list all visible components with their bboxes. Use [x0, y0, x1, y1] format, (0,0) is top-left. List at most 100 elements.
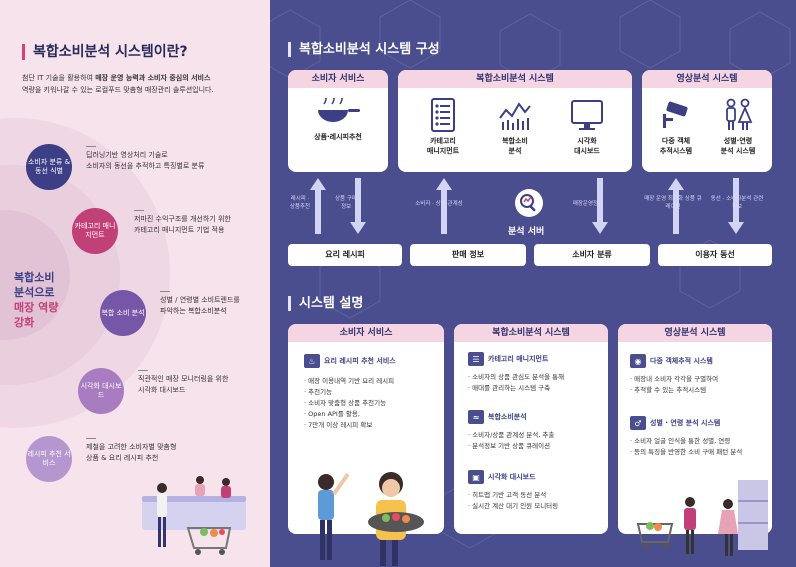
sub-title: ▣ 시각화 대시보드: [468, 470, 536, 484]
node-dashboard: 시각화 대시보드: [78, 368, 124, 414]
intro-bold: 매장 운영 능력과 소비자 중심의 서비스: [95, 74, 211, 82]
chef-illustration: [318, 472, 424, 566]
desc-line: 딥러닝기반 영상처리 기술로: [86, 151, 168, 159]
item-line: 대시보드: [574, 147, 600, 155]
cooking-pan-icon: [318, 98, 360, 122]
recipe-item: 상품·레시피추천: [288, 98, 388, 142]
item-line: 카테고리: [430, 137, 456, 145]
arrow-up-icon: [436, 178, 452, 234]
center-label: 복합소비 분석으로 매장 역량 강화: [14, 270, 74, 330]
left-title: 복합소비분석 시스템이란?: [22, 44, 188, 60]
cctv-camera-icon: ◉: [630, 354, 646, 368]
sub-title-label: 시각화 대시보드: [488, 473, 536, 481]
desc-line: 직관적인 매장 모니터링을 위한: [138, 375, 229, 383]
structure-title: 복합소비분석 시스템 구성: [288, 42, 440, 57]
node-desc: 직관적인 매장 모니터링을 위한 시각화 대시보드: [138, 370, 268, 396]
center-line: 강화: [14, 316, 35, 329]
bullet-item: 매장 이용내역 기반 요리 레시피: [304, 376, 440, 387]
center-line: 매장 역량: [14, 301, 59, 314]
arrow-label: 매장 운영 최적화 상품 큐레이션: [644, 196, 702, 210]
desc-line: 시각화 대시보드: [138, 386, 186, 394]
male-female-icon: ♂: [630, 416, 646, 430]
bullet-list: 매장내 소비자 각각을 구별하여 추적할 수 있는 추적시스템: [630, 374, 770, 396]
bullet-item: 추천기능: [304, 387, 440, 398]
bullet-list: 매장 이용내역 기반 요리 레시피 추천기능 소비자 맞춤형 상품 추천기능 O…: [304, 376, 440, 431]
center-line: 복합소비: [14, 271, 55, 284]
monitor-icon: ▣: [468, 470, 484, 484]
center-line: 분석으로: [14, 286, 55, 299]
arrow-down-icon: [728, 178, 744, 234]
desc-line: 제철을 고려한 소비자별 맞춤형: [86, 443, 177, 451]
list-document-icon: ☰: [468, 352, 484, 366]
pill-consumer-classify: 소비자 분류: [534, 244, 650, 266]
node-recipe: 레시피 추천 서비스: [26, 436, 72, 482]
bullet-item: 등의 특징을 반영한 소비 구매 패턴 분석: [630, 447, 770, 458]
bullet-item: 소비자 맞춤형 상품 추천기능: [304, 398, 440, 409]
video-analysis-card: 영상분석 시스템 다중 객체 추적시스템 성별·연령 분석 시스템: [642, 70, 772, 172]
desc-line: 카테고리 매니지먼트 기법 적용: [134, 226, 225, 234]
arrow-label: 소비자 · 상품 관계성: [415, 201, 463, 207]
left-panel: 복합소비분석 시스템이란? 첨단 IT 기술을 활용하여 매장 운영 능력과 소…: [0, 0, 270, 567]
sub-title: ☰ 카테고리 매니지먼트: [468, 352, 548, 366]
arrow-up-icon: [668, 178, 684, 234]
consumer-desc-card: 소비자 서비스 ♨ 요리 레시피 추천 서비스 매장 이용내역 기반 요리 레시…: [288, 324, 444, 534]
bullet-list: 소비자 얼굴 인식을 통한 성별, 연령 등의 특징을 반영한 소비 구매 패턴…: [630, 436, 770, 458]
desc-line: 상품 & 요리 레시피 추천: [86, 454, 159, 462]
dashboard-item: 시각화 대시보드: [552, 98, 622, 156]
analytics-chart-icon: [499, 102, 531, 130]
node-category: 카테고리 매니지먼트: [72, 208, 118, 254]
card-title: 소비자 서비스: [288, 70, 388, 88]
node-complex-analysis: 복합 소비 분석: [100, 290, 146, 336]
bullet-list: 소비자의 상품 관심도 분석을 통해 매대를 관리하는 시스템 구축: [468, 372, 604, 394]
arrow-up-icon: [310, 178, 326, 234]
analysis-server: [500, 188, 560, 238]
bullet-list: 히트맵 기반 고객 동선 분석 실시간 계산 대기 인원 모니터링: [468, 490, 604, 512]
consumer-service-card: 소비자 서비스 상품·레시피추천: [288, 70, 388, 172]
sub-title-label: 성별 · 연령 분석 시스템: [650, 419, 721, 427]
sub-title: ◉ 다중 객체추적 시스템: [630, 354, 713, 368]
sub-title: ♂ 성별 · 연령 분석 시스템: [630, 416, 720, 430]
left-intro: 첨단 IT 기술을 활용하여 매장 운영 능력과 소비자 중심의 서비스 역량을…: [22, 72, 262, 96]
intro-text: 첨단 IT 기술을 활용하여: [22, 74, 96, 82]
card-title: 소비자 서비스: [288, 324, 444, 342]
bullet-item: 실시간 계산 대기 인원 모니터링: [468, 501, 604, 512]
card-title: 영상분석 시스템: [642, 70, 772, 88]
sub-title: ≈ 복합소비분석: [468, 410, 527, 424]
item-line: 추적시스템: [659, 147, 693, 155]
sub-title-label: 복합소비분석: [488, 413, 527, 421]
sub-title-label: 카테고리 매니지먼트: [488, 355, 549, 363]
pill-recipe: 요리 레시피: [288, 244, 402, 266]
arrow-down-icon: [350, 178, 366, 234]
sub-title: ♨ 요리 레시피 추천 서비스: [304, 354, 396, 368]
bullet-list: 소비자/상품 관계성 분석, 추출 분석정보 기반 상품 큐레이션: [468, 430, 604, 452]
bullet-item: Open API를 활용,: [304, 409, 440, 420]
analysis-desc-card: 복합소비분석 시스템 ☰ 카테고리 매니지먼트 소비자의 상품 관심도 분석을 …: [454, 324, 608, 534]
arrow-label: 상품 구매 정보: [335, 196, 357, 210]
node-desc: 성별 / 연령별 소비트렌드를 파악하는 복합소비분석: [160, 291, 268, 317]
analysis-system-card: 복합소비분석 시스템 카테고리 매니지먼트 복합소비: [398, 70, 632, 172]
bullet-item: 소비자/상품 관계성 분석, 추출: [468, 430, 604, 441]
node-desc: 딥러닝기반 영상처리 기술로 소비자의 동선을 추적하고 특징별로 분류: [86, 146, 266, 172]
item-line: 시각화: [577, 137, 597, 145]
sub-title-label: 다중 객체추적 시스템: [650, 357, 713, 365]
arrow-label: 동선 · 소비자분석 관련정보: [710, 196, 764, 210]
node-desc: 제철을 고려한 소비자별 맞춤형 상품 & 요리 레시피 추천: [86, 438, 266, 464]
cctv-camera-icon: [663, 101, 688, 128]
pill-user-flow: 이용자 동선: [658, 244, 772, 266]
bullet-item: 히트맵 기반 고객 동선 분석: [468, 490, 604, 501]
arrow-down-icon: [592, 178, 608, 234]
server-label: 분석 서버: [508, 227, 545, 237]
bullet-item: 분석정보 기반 상품 큐레이션: [468, 441, 604, 452]
desc-line: 파악하는 복합소비분석: [160, 307, 227, 315]
bullet-item: 추적할 수 있는 추적시스템: [630, 385, 770, 396]
desc-line: 저마진 수익구조를 개선하기 위한: [134, 215, 231, 223]
magnifier-icon: [515, 189, 543, 217]
node-desc: 저마진 수익구조를 개선하기 위한 카테고리 매니지먼트 기법 적용: [134, 210, 268, 236]
card-title: 영상분석 시스템: [618, 324, 772, 342]
bullet-item: 소비자의 상품 관심도 분석을 통해: [468, 372, 604, 383]
monitor-icon: [571, 100, 603, 130]
bullet-item: 매대를 관리하는 시스템 구축: [468, 383, 604, 394]
analytics-chart-icon: ≈: [468, 410, 484, 424]
item-line: 성별·연령: [723, 137, 753, 145]
sub-title-label: 요리 레시피 추천 서비스: [324, 357, 396, 365]
